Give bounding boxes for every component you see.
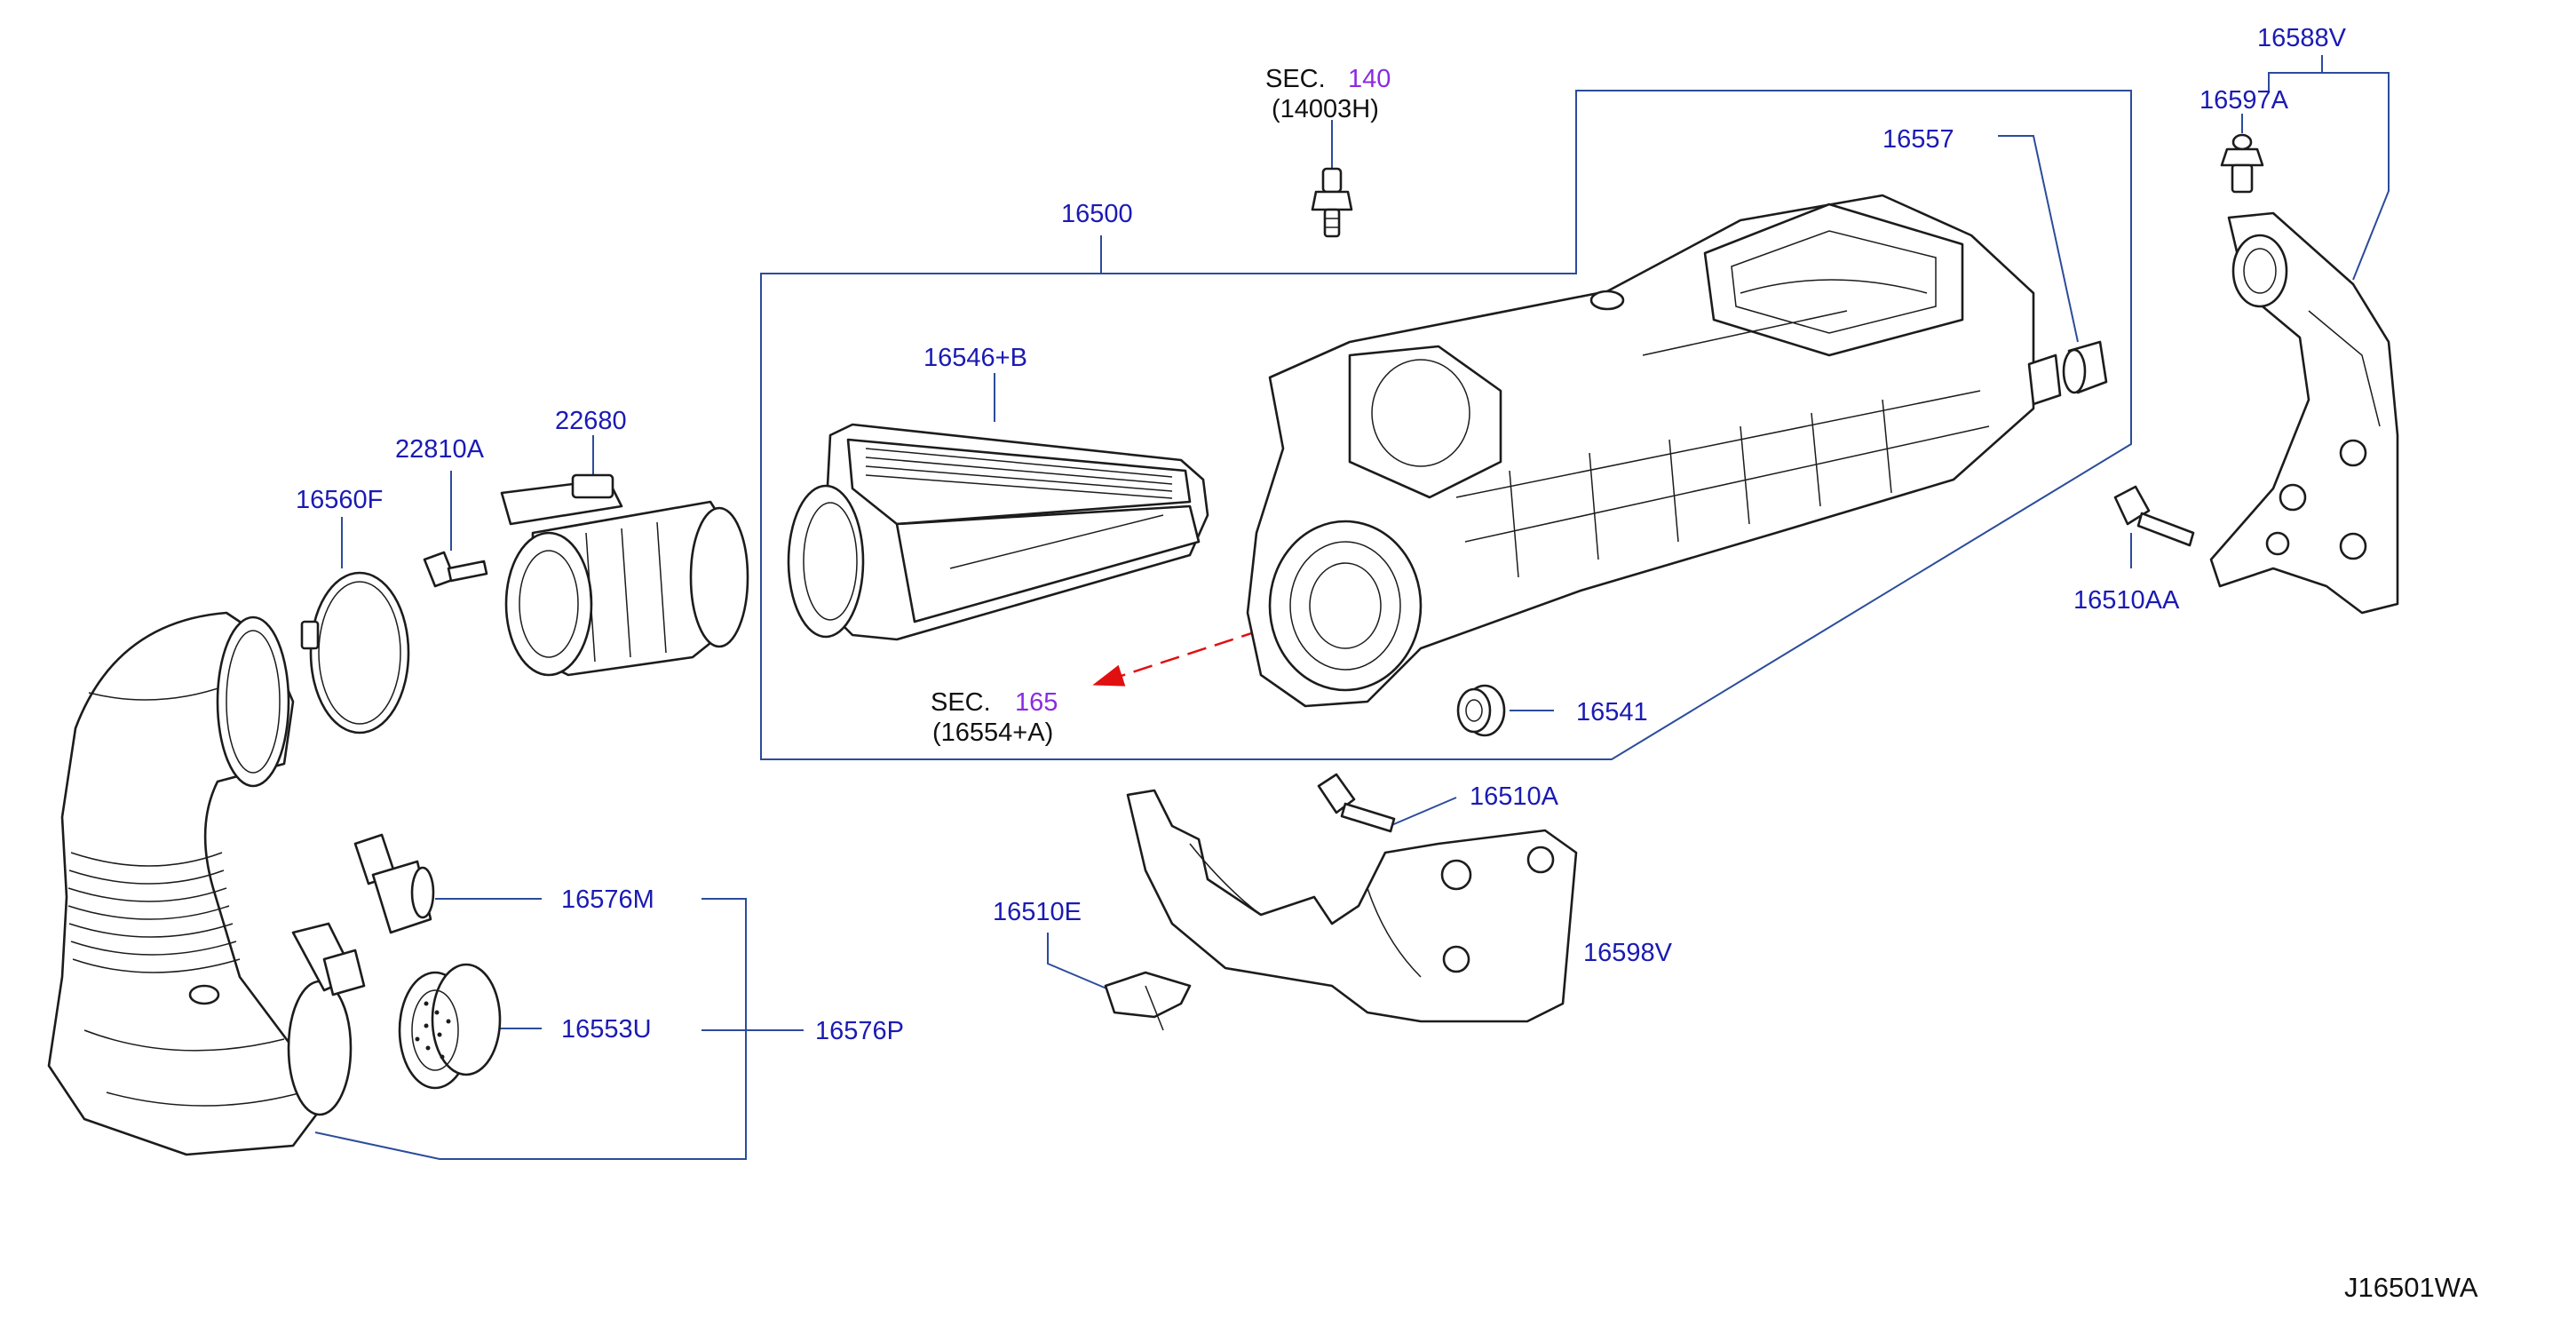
stud-14003h-drawing [1311,167,1353,238]
diagram-id: J16501WA [2344,1272,2478,1303]
part-label-16553u[interactable]: 16553U [561,1015,652,1044]
airflow-meter-22680-drawing [500,473,749,677]
bracket-16598v-drawing [1126,789,1578,1023]
part-label-16557[interactable]: 16557 [1882,125,1954,154]
sec-140-prefix: SEC. [1265,65,1326,93]
sensor-16576m-drawing [353,833,435,934]
sec-165-prefix: SEC. [931,688,991,717]
part-label-16510e[interactable]: 16510E [993,898,1082,926]
part-label-16576m[interactable]: 16576M [561,885,654,914]
grommet-16541-drawing [1456,684,1506,737]
part-label-16588v[interactable]: 16588V [2257,24,2347,52]
resonator-16546b-drawing [787,423,1209,641]
clamp-16560f-drawing [300,571,410,734]
sec-165-sub: (16554+A) [932,719,1053,747]
part-label-22810a[interactable]: 22810A [395,435,485,464]
bolt-16510a-drawing [1317,773,1396,833]
ring-16553u-drawing [398,963,502,1090]
bolt-22810a-drawing [423,551,488,588]
part-label-16576p[interactable]: 16576P [815,1017,904,1045]
part-label-16541[interactable]: 16541 [1576,698,1648,726]
sec-140-sub: (14003H) [1272,95,1379,123]
air-duct-16576p-drawing [47,611,366,1156]
bolt-16510aa-drawing [2113,485,2195,547]
bracket-16588v-drawing [2209,211,2399,615]
air-cleaner-16500-drawing [1246,194,2062,708]
sec-165-link[interactable]: 165 [1015,688,1058,717]
sec-140-link[interactable]: 140 [1348,65,1391,93]
part-label-16560f[interactable]: 16560F [296,486,383,514]
part-label-16510a[interactable]: 16510A [1470,782,1559,811]
part-label-16597a[interactable]: 16597A [2200,86,2289,115]
part-label-16598v[interactable]: 16598V [1583,939,1673,967]
stud-16597a-drawing [2220,133,2264,194]
part-label-22680[interactable]: 22680 [555,407,627,435]
part-label-16546b[interactable]: 16546+B [923,344,1027,372]
part-label-16500[interactable]: 16500 [1061,200,1133,228]
part-label-16510aa[interactable]: 16510AA [2073,586,2180,615]
leader-lines [314,55,2390,1160]
clip-16510e-drawing [1104,971,1192,1031]
grommet-16557-drawing [2062,340,2108,394]
